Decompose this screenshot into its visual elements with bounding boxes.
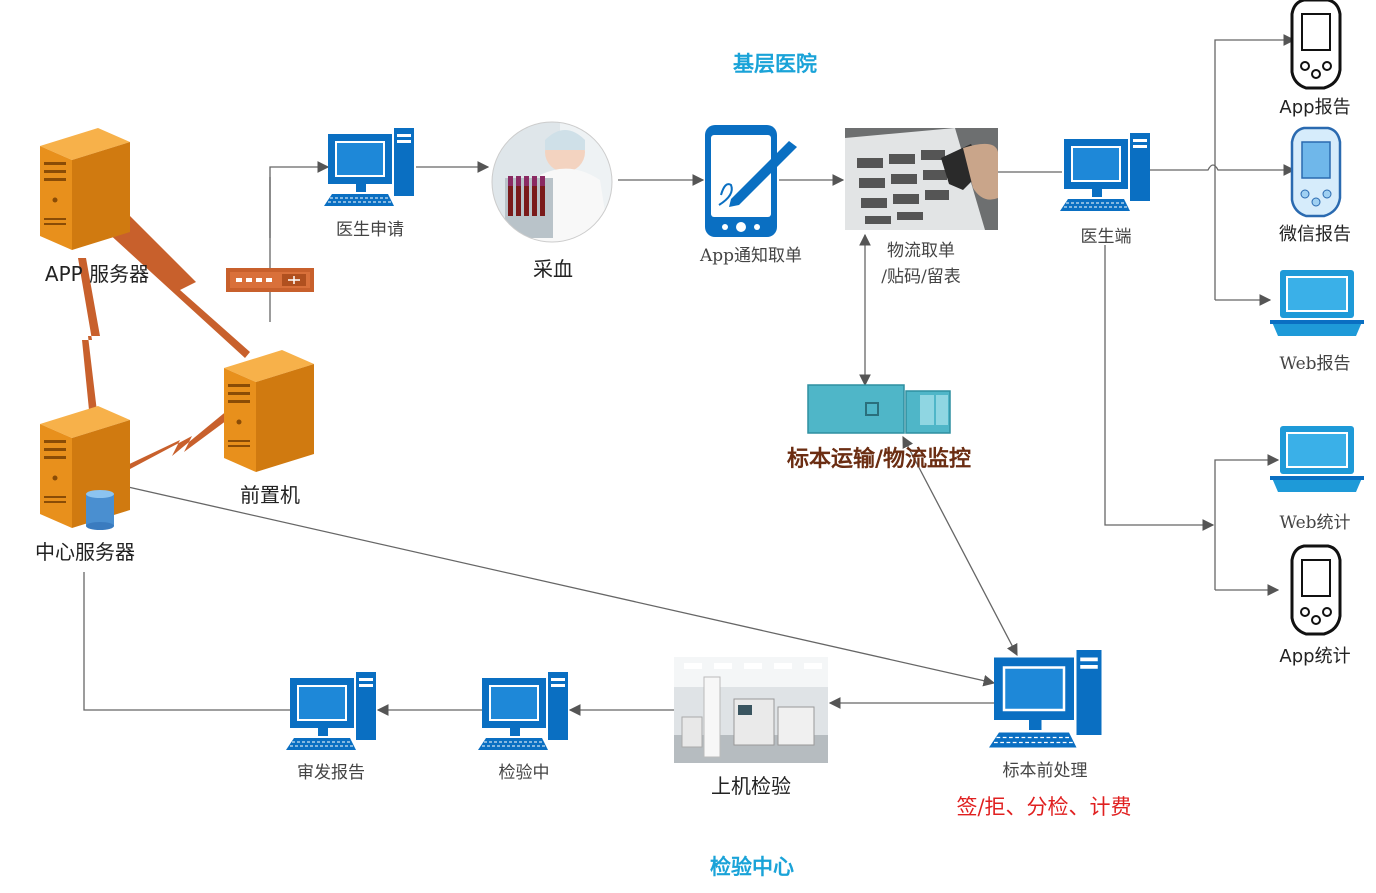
bottom-heading: 检验中心 [710,854,794,879]
connection-lines [83,34,1296,716]
app-report-label: App报告 [1279,97,1351,118]
doctor-client-label: 医生端 [1080,227,1132,247]
front-machine-label: 前置机 [240,483,300,507]
logistics-label-line1: 物流取单 [887,241,955,261]
to-app-report-arrow [1214,34,1296,300]
testing-computer-icon [477,671,569,751]
to-wechat-arrow [1150,164,1296,176]
web-stats-label: Web统计 [1279,513,1351,533]
lightning-links [72,200,250,484]
lightning-link-icon [100,400,246,484]
center-server-icon [40,406,130,528]
web-report-label: Web报告 [1279,354,1351,374]
center-to-preprocess-arrow [127,486,996,687]
wechat-report-label: 微信报告 [1279,224,1351,245]
app-server-icon [40,128,130,250]
review-report-label: 审发报告 [297,763,365,783]
web-stats-laptop-icon [1270,426,1364,492]
preprocess-computer-icon [987,648,1103,749]
tablet-pen-icon [705,125,797,237]
web-report-laptop-icon [1270,270,1364,336]
to-web-stats-arrow [1214,454,1280,590]
machine-test-label: 上机检验 [711,774,791,798]
wechat-report-phone-icon [1290,126,1342,218]
transport-preprocess-arrow [902,435,1018,657]
doctor-request-computer-icon [323,127,415,207]
front-machine-server-icon [224,350,314,472]
barcode-scanner-photo [845,128,998,230]
database-cylinder-icon [86,490,114,530]
doctor-client-computer-icon [1059,132,1151,212]
transport-label: 标本运输/物流监控 [786,446,972,472]
logistics-label-line2: /贴码/留表 [881,267,961,287]
app-stats-label: App统计 [1279,646,1351,667]
pre-processing-label: 标本前处理 [1002,761,1088,781]
review-computer-icon [285,671,377,751]
app-server-label: APP 服务器 [44,262,150,286]
testing-label: 检验中 [498,763,550,783]
app-report-phone-icon [1290,0,1342,90]
lightning-link-icon [78,258,100,420]
lightning-link-icon [72,200,250,358]
router-icon [226,268,314,292]
top-heading: 基层医院 [733,51,817,76]
router-to-doctor-request-arrow [269,161,330,322]
center-server-label: 中心服务器 [35,540,135,564]
truck-icon [807,384,951,434]
review-to-center-line [83,572,290,711]
pre-processing-detail: 签/拒、分检、计费 [956,795,1132,819]
blood-draw-label: 采血 [533,257,573,281]
doctor-request-label: 医生申请 [336,220,404,240]
app-notify-label: App通知取单 [699,246,803,266]
app-stats-phone-icon [1290,544,1342,636]
lab-equipment-photo [674,657,828,763]
to-stats-arrow [1104,245,1215,531]
blood-sampling-photo [491,121,613,243]
